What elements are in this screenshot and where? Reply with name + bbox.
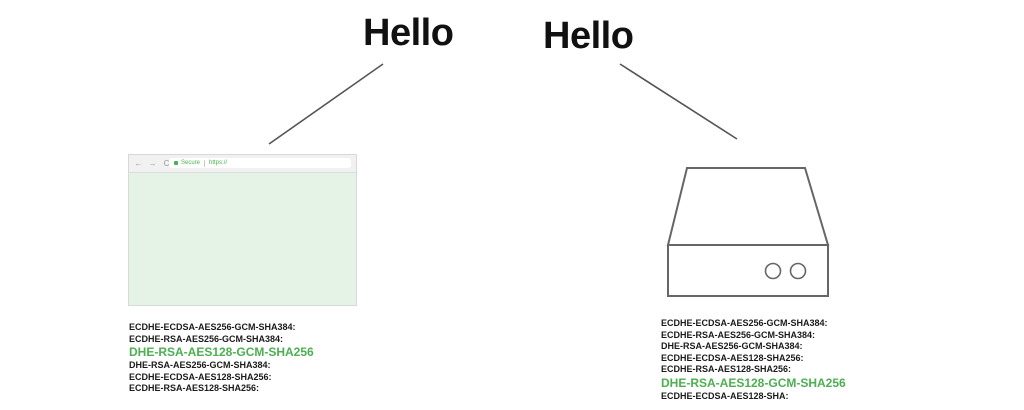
server-icon xyxy=(666,167,830,297)
cipher-item: ECDHE-ECDSA-AES128-SHA256: xyxy=(661,352,804,363)
cipher-item: ECDHE-ECDSA-AES256-GCM-SHA384: xyxy=(661,318,828,328)
forward-arrow-icon: → xyxy=(148,159,157,168)
address-bar: Secure https:// xyxy=(169,158,351,168)
cipher-item: DHE-RSA-AES256-GCM-SHA384: xyxy=(661,341,803,351)
server-led-left xyxy=(764,262,782,280)
cipher-item: DHE-RSA-AES256-GCM-SHA384: xyxy=(129,360,271,370)
back-arrow-icon: ← xyxy=(134,159,143,168)
cipher-item: ECDHE-ECDSA-AES128-SHA: xyxy=(661,390,789,401)
browser-window-icon: ← → C Secure https:// xyxy=(128,154,357,306)
cipher-item: ECDHE-ECDSA-AES128-SHA256: xyxy=(129,371,272,382)
server-connector-line xyxy=(619,63,738,140)
secure-label: Secure xyxy=(181,160,201,166)
url-text: https:// xyxy=(209,160,228,166)
lock-icon xyxy=(174,161,178,165)
address-divider xyxy=(204,159,206,167)
cipher-item-selected: DHE-RSA-AES128-GCM-SHA256 xyxy=(661,375,846,390)
client-cipher-list: ECDHE-ECDSA-AES256-GCM-SHA384:ECDHE-RSA-… xyxy=(129,322,314,395)
client-hello-label: Hello xyxy=(363,12,454,54)
cipher-item: ECDHE-RSA-AES128-SHA256: xyxy=(129,383,260,393)
browser-toolbar: ← → C Secure https:// xyxy=(129,155,356,173)
client-connector-line xyxy=(268,63,384,145)
cipher-item: ECDHE-RSA-AES256-GCM-SHA384: xyxy=(129,333,284,344)
cipher-item: ECDHE-ECDSA-AES256-GCM-SHA384: xyxy=(129,322,296,332)
server-cipher-list: ECDHE-ECDSA-AES256-GCM-SHA384:ECDHE-RSA-… xyxy=(661,318,846,402)
cipher-item: ECDHE-RSA-AES256-GCM-SHA384: xyxy=(661,329,816,340)
reload-icon: C xyxy=(163,159,170,168)
server-top xyxy=(666,167,830,246)
server-led-right xyxy=(789,262,807,280)
server-hello-label: Hello xyxy=(543,15,634,57)
cipher-item-selected: DHE-RSA-AES128-GCM-SHA256 xyxy=(129,345,314,359)
cipher-item: ECDHE-RSA-AES128-SHA256: xyxy=(661,364,792,374)
